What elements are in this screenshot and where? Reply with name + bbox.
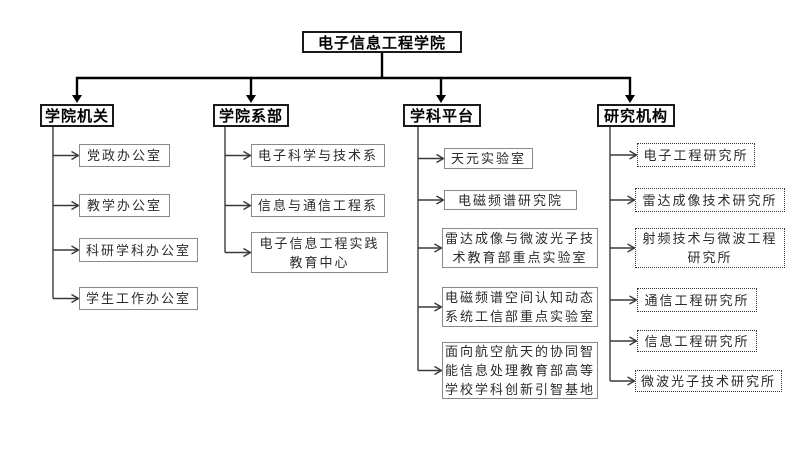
node-label-line: 研究所 [687, 250, 733, 265]
node-label-line: 研究机构 [603, 108, 668, 125]
node-label-line: 电磁频谱空间认知动态 [444, 290, 595, 305]
org-node-offices-1: 党政办公室 [79, 144, 170, 167]
node-label-line: 电磁频谱研究院 [457, 192, 563, 208]
node-label-line: 学生工作办公室 [85, 291, 191, 306]
node-label-line: 党政办公室 [86, 148, 162, 163]
org-node-platforms-5: 面向航空航天的协同智能信息处理教育部高等学校学科创新引智基地 [442, 342, 598, 399]
org-node-platforms-4: 电磁频谱空间认知动态系统工信部重点实验室 [442, 287, 598, 327]
node-label-line: 术教育部重点实验室 [452, 250, 588, 265]
org-node-departments-1: 电子科学与技术系 [251, 144, 385, 167]
node-label-line: 面向航空航天的协同智 [444, 344, 595, 359]
node-label-line: 学院系部 [218, 108, 283, 125]
node-label-line: 学院机关 [44, 108, 109, 125]
org-node-platforms-1: 天元实验室 [444, 148, 533, 169]
org-node-departments-2: 信息与通信工程系 [251, 194, 385, 217]
org-node-offices-3: 科研学科办公室 [79, 238, 198, 262]
org-node-platforms-3: 雷达成像与微波光子技术教育部重点实验室 [442, 228, 598, 268]
node-label-line: 教学办公室 [86, 198, 162, 213]
node-label-line: 通信工程研究所 [644, 292, 750, 308]
node-label-line: 雷达成像技术研究所 [642, 192, 778, 208]
org-node-institutes-3: 射频技术与微波工程研究所 [635, 228, 785, 268]
org-node-departments-3: 电子信息工程实践教育中心 [251, 232, 388, 273]
node-label-line: 电子科学与技术系 [257, 148, 378, 163]
node-label-line: 雷达成像与微波光子技 [444, 231, 595, 246]
node-label-line: 能信息处理教育部高等 [444, 363, 595, 378]
branch-header-platforms: 学科平台 [403, 104, 481, 127]
org-node-institutes-2: 雷达成像技术研究所 [635, 188, 785, 212]
node-label-line: 信息工程研究所 [644, 333, 750, 349]
node-label-line: 微波光子技术研究所 [640, 373, 776, 389]
org-node-institutes-6: 微波光子技术研究所 [635, 370, 782, 392]
org-node-institutes-4: 通信工程研究所 [637, 288, 757, 312]
branch-header-institutes: 研究机构 [597, 104, 675, 127]
org-root-node: 电子信息工程学院 [302, 31, 462, 53]
node-label-line: 天元实验室 [450, 151, 526, 166]
org-node-offices-4: 学生工作办公室 [79, 287, 198, 310]
node-label-line: 电子信息工程学院 [317, 34, 446, 52]
node-label-line: 系统工信部重点实验室 [444, 309, 595, 324]
node-label-line: 电子工程研究所 [643, 147, 749, 163]
node-label-line: 学校学科创新引智基地 [444, 382, 595, 397]
node-label-line: 科研学科办公室 [85, 242, 191, 258]
node-label-line: 射频技术与微波工程 [642, 231, 778, 246]
node-label-line: 信息与通信工程系 [257, 198, 378, 213]
org-node-institutes-1: 电子工程研究所 [637, 143, 755, 167]
node-label-line: 电子信息工程实践 [259, 235, 380, 251]
org-node-platforms-2: 电磁频谱研究院 [444, 190, 577, 210]
node-label-line: 学科平台 [409, 108, 474, 125]
org-node-offices-2: 教学办公室 [79, 194, 170, 217]
node-label-line: 教育中心 [289, 254, 350, 270]
branch-header-departments: 学院系部 [213, 104, 289, 127]
branch-header-offices: 学院机关 [40, 104, 114, 127]
org-node-institutes-5: 信息工程研究所 [637, 330, 757, 352]
